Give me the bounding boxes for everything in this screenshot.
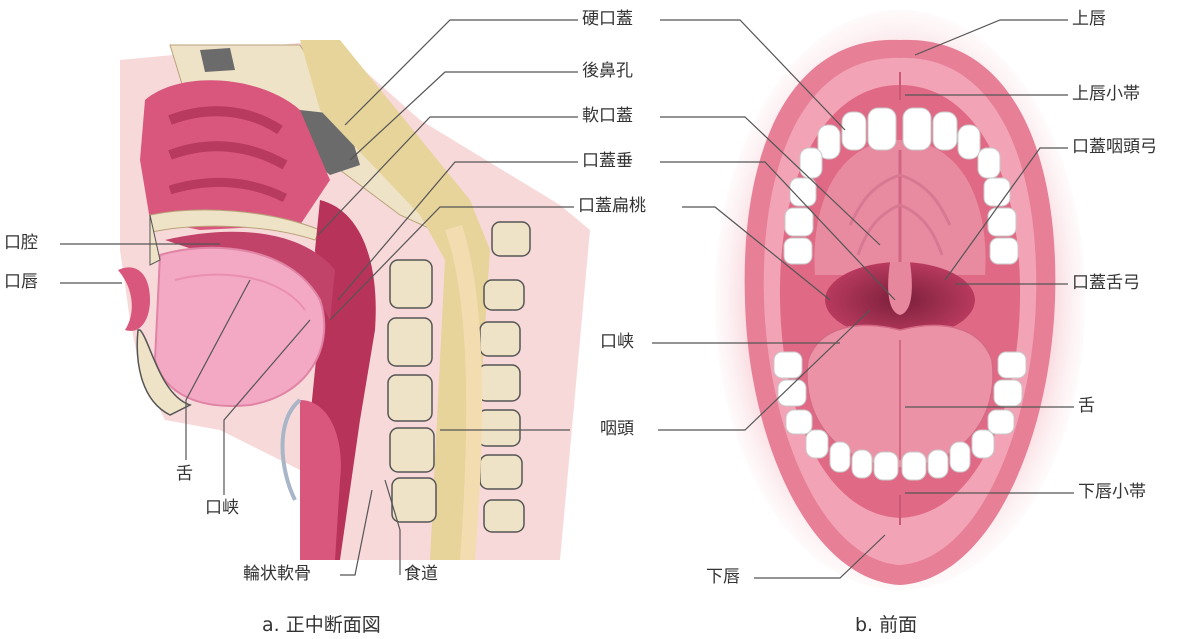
label-esophagus: 食道 [404, 566, 438, 583]
label-uvula: 口蓋垂 [582, 153, 633, 170]
label-palatine-tonsil: 口蓋扁桃 [578, 198, 646, 215]
label-cricoid: 輪状軟骨 [243, 566, 311, 583]
label-upper-lip: 上唇 [1072, 11, 1106, 28]
caption-sagittal: a. 正中断面図 [262, 610, 381, 637]
label-tongue-right: 舌 [1078, 398, 1095, 415]
label-lower-lip: 下唇 [706, 569, 740, 586]
label-lower-frenulum: 下唇小帯 [1078, 484, 1146, 501]
skull-dark [200, 48, 235, 72]
label-fauces-center: 口峡 [600, 334, 634, 351]
label-upper-frenulum: 上唇小帯 [1072, 86, 1140, 103]
uvula-shape [888, 262, 912, 315]
label-hard-palate: 硬口蓋 [582, 11, 633, 28]
frontal-mouth-illustration [715, 10, 1085, 590]
label-fauces-left: 口峡 [205, 500, 239, 517]
label-choanae: 後鼻孔 [582, 63, 633, 80]
label-palatoglossal-arch: 口蓋舌弓 [1072, 275, 1140, 292]
label-pharynx: 咽頭 [600, 421, 634, 438]
label-soft-palate: 軟口蓋 [582, 108, 633, 125]
label-tongue-left: 舌 [176, 466, 193, 483]
label-oral-cavity: 口腔 [4, 235, 38, 252]
label-lips: 口唇 [4, 274, 38, 291]
caption-frontal: b. 前面 [855, 610, 917, 637]
label-palatopharyngeal-arch: 口蓋咽頭弓 [1072, 139, 1157, 156]
